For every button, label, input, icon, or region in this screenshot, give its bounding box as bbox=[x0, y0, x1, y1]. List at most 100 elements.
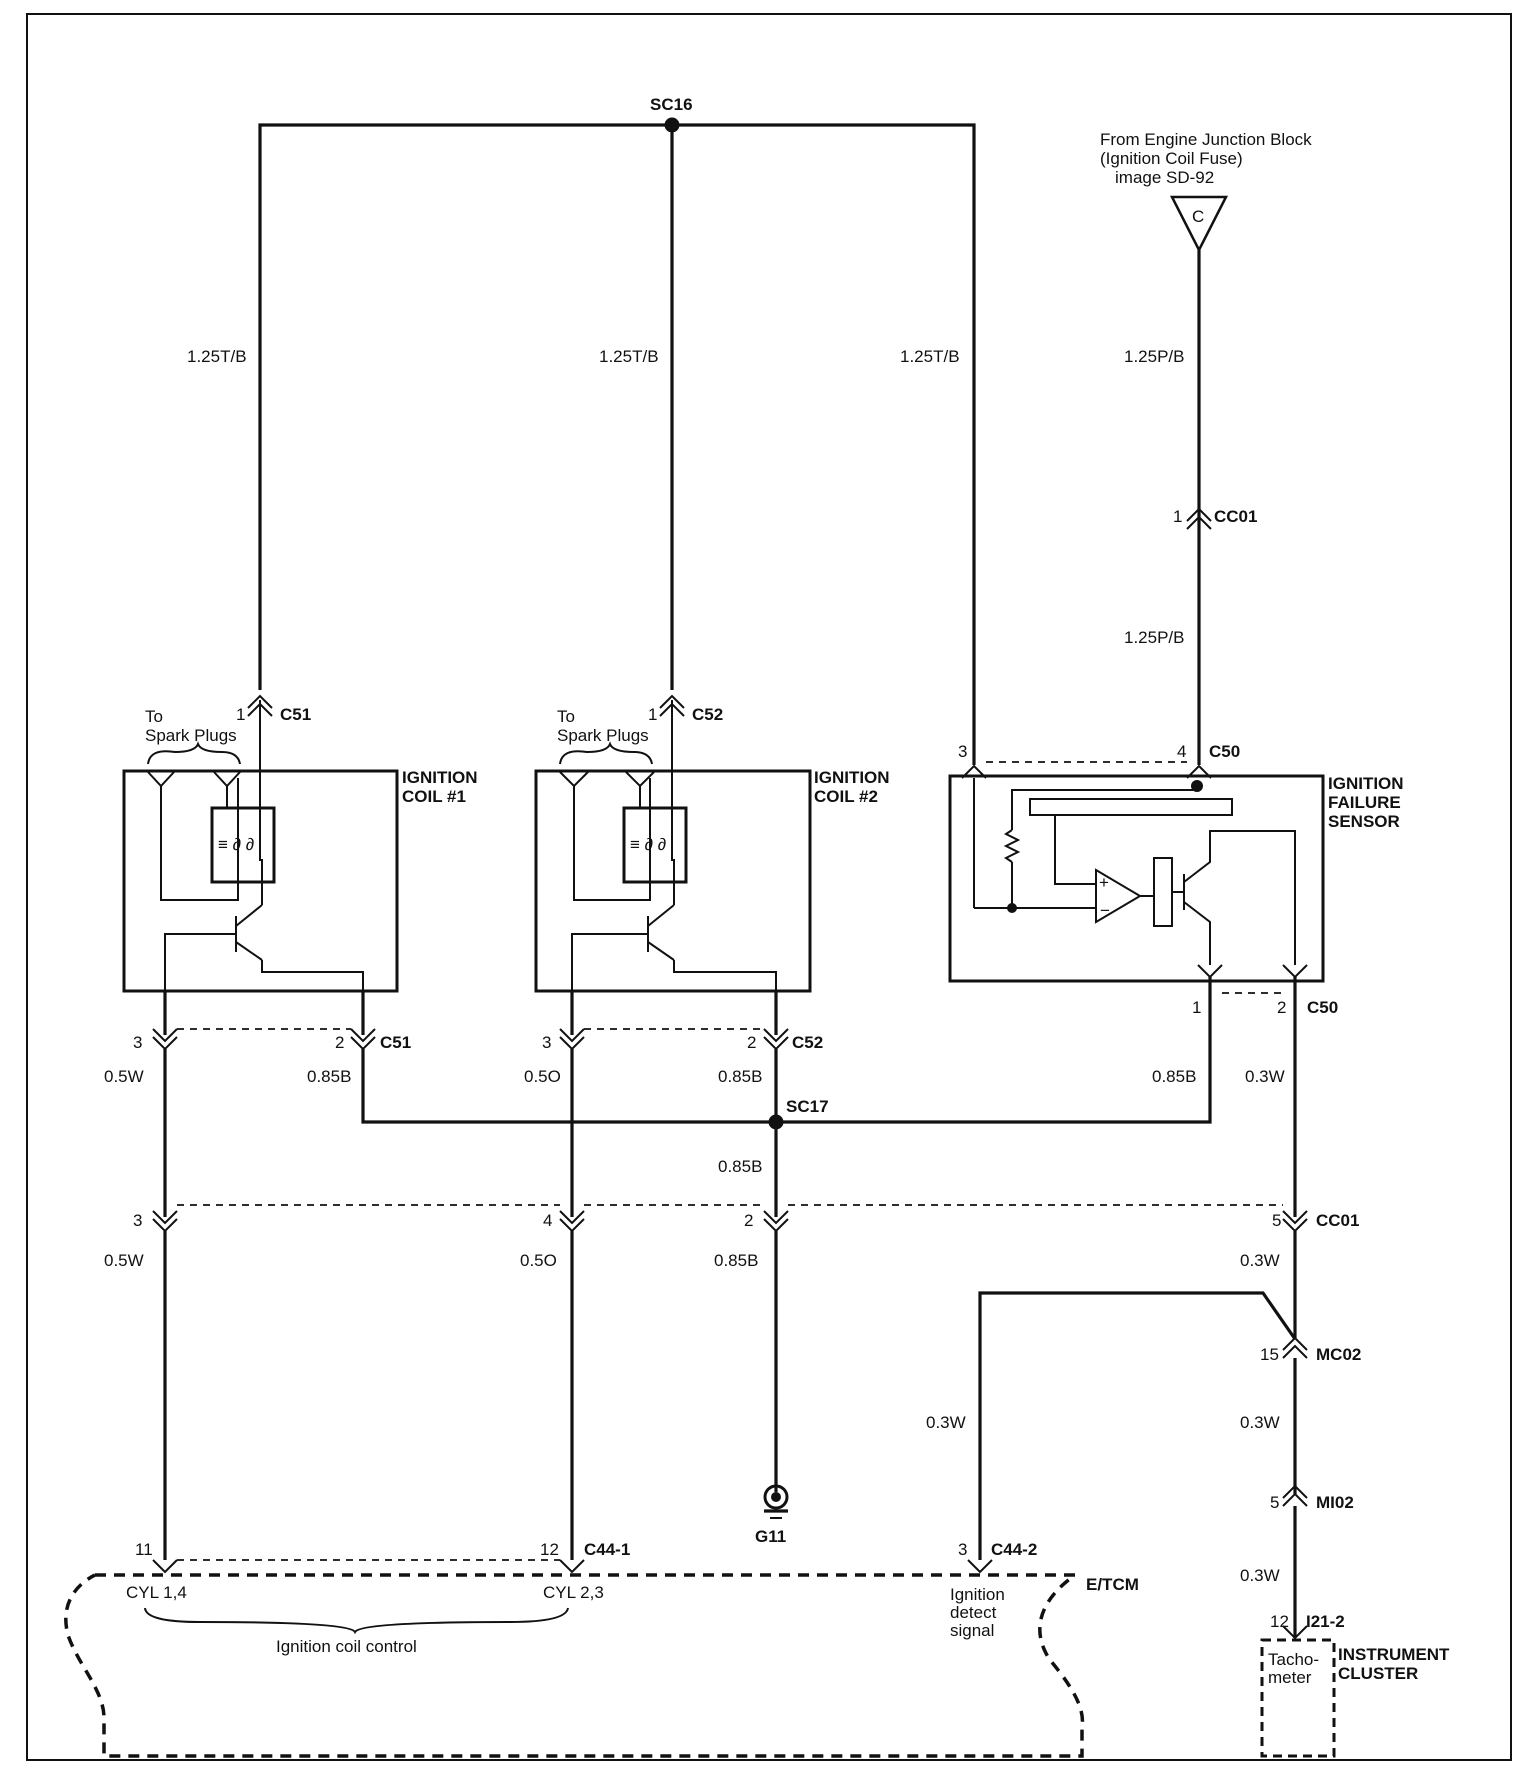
etcm-name: E/TCM bbox=[1086, 1575, 1139, 1594]
pin-cc01-3: 3 bbox=[133, 1211, 142, 1230]
c52-top-chevron bbox=[659, 694, 685, 709]
pin-c51-2: 2 bbox=[335, 1033, 344, 1052]
wire-coil1-feed-label: 1.25T/B bbox=[187, 347, 247, 366]
splice-sc16-label: SC16 bbox=[650, 95, 693, 114]
ground-g11-label: G11 bbox=[755, 1527, 786, 1546]
coil1-name-line1: IGNITION bbox=[402, 768, 478, 787]
wire-sensor-gnd: 0.85B bbox=[1152, 1067, 1196, 1086]
svg-text:Spark Plugs: Spark Plugs bbox=[145, 726, 237, 745]
coil1-winding-icon: ≡ ∂ ∂ bbox=[218, 835, 254, 854]
etcm-control-label: Ignition coil control bbox=[276, 1637, 417, 1656]
wire-tach-2: 0.3W bbox=[1240, 1413, 1280, 1432]
wire-ground-upper: 0.85B bbox=[718, 1157, 762, 1176]
pin-c52-3: 3 bbox=[542, 1033, 551, 1052]
coil1-name-line2: COIL #1 bbox=[402, 787, 466, 806]
coil2-name-line2: COIL #2 bbox=[814, 787, 878, 806]
mc02-chevron bbox=[1282, 1336, 1308, 1351]
fuse-source: From Engine Junction Block (Ignition Coi… bbox=[1100, 130, 1312, 765]
pin-cc01-top: 1 bbox=[1173, 507, 1182, 526]
svg-text:+: + bbox=[1099, 873, 1109, 892]
cluster-name-line2: CLUSTER bbox=[1338, 1664, 1418, 1683]
conn-c50-bottom: C50 bbox=[1307, 998, 1338, 1017]
conn-mi02: MI02 bbox=[1316, 1493, 1354, 1512]
ignition-control-brace bbox=[144, 1607, 569, 1635]
coil2-name-line1: IGNITION bbox=[814, 768, 890, 787]
svg-text:−: − bbox=[1100, 901, 1110, 920]
etcm-module bbox=[64, 1559, 1085, 1758]
conn-c52-bottom: C52 bbox=[792, 1033, 823, 1052]
wire-fuse-upper-label: 1.25P/B bbox=[1124, 347, 1185, 366]
svg-text:Spark Plugs: Spark Plugs bbox=[557, 726, 649, 745]
ignition-coil-1: ≡ ∂ ∂ IGNITION COIL #1 bbox=[122, 700, 478, 993]
sensor-name-line1: IGNITION bbox=[1328, 774, 1404, 793]
pin-mi02: 5 bbox=[1270, 1493, 1279, 1512]
cc01-top-chevron bbox=[1186, 507, 1212, 522]
etcm-cyl14: CYL 1,4 bbox=[126, 1583, 187, 1602]
source-line-1: From Engine Junction Block bbox=[1100, 130, 1312, 149]
wire-tach-3: 0.3W bbox=[1240, 1566, 1280, 1585]
etcm-cyl23: CYL 2,3 bbox=[543, 1583, 604, 1602]
wire-detect: 0.3W bbox=[926, 1413, 966, 1432]
mi02-chevron bbox=[1282, 1484, 1308, 1499]
wire-coil2-gnd: 0.85B bbox=[718, 1067, 762, 1086]
spark-label-coil1: To Spark Plugs bbox=[145, 707, 241, 765]
pin-c51-3: 3 bbox=[133, 1033, 142, 1052]
etcm-detect-line2: detect bbox=[950, 1603, 997, 1622]
wire-tach-1: 0.3W bbox=[1240, 1251, 1280, 1270]
fuse-terminal-letter: C bbox=[1192, 207, 1204, 226]
wire-sensor-feed-label: 1.25T/B bbox=[900, 347, 960, 366]
wire-coil2-ctrl-upper: 0.5O bbox=[524, 1067, 561, 1086]
splice-sc17-dot bbox=[768, 1114, 784, 1130]
ground-g11-icon bbox=[763, 1484, 789, 1519]
conn-mc02: MC02 bbox=[1316, 1345, 1361, 1364]
pin-c50-2: 2 bbox=[1277, 998, 1286, 1017]
wire-coil1-ctrl-upper: 0.5W bbox=[104, 1067, 144, 1086]
source-line-3: image SD-92 bbox=[1115, 168, 1214, 187]
conn-c50-top: C50 bbox=[1209, 742, 1240, 761]
etcm-detect-line3: signal bbox=[950, 1621, 994, 1640]
sensor-name-line3: SENSOR bbox=[1328, 812, 1400, 831]
wire-coil2-feed-label: 1.25T/B bbox=[599, 347, 659, 366]
cluster-name-line1: INSTRUMENT bbox=[1338, 1645, 1450, 1664]
etcm-detect-line1: Ignition bbox=[950, 1585, 1005, 1604]
conn-c44-1: C44-1 bbox=[584, 1540, 630, 1559]
splice-sc16-dot bbox=[664, 117, 680, 133]
pin-i21: 12 bbox=[1270, 1612, 1289, 1631]
wire-fuse-lower-label: 1.25P/B bbox=[1124, 628, 1185, 647]
pin-c52-top: 1 bbox=[648, 705, 657, 724]
pin-etcm-3: 3 bbox=[958, 1540, 967, 1559]
pin-c52-2: 2 bbox=[747, 1033, 756, 1052]
pin-c50-1: 1 bbox=[1192, 998, 1201, 1017]
conn-c44-2: C44-2 bbox=[991, 1540, 1037, 1559]
sc16-bus: SC16 bbox=[258, 95, 976, 765]
sensor-name-line2: FAILURE bbox=[1328, 793, 1401, 812]
wire-sensor-out: 0.3W bbox=[1245, 1067, 1285, 1086]
conn-cc01-top: CC01 bbox=[1214, 507, 1257, 526]
wire-coil2-ctrl-lower: 0.5O bbox=[520, 1251, 557, 1270]
ignition-failure-sensor: + − IGNITION FAILURE SENSOR bbox=[948, 761, 1404, 983]
pin-cc01-2: 2 bbox=[744, 1211, 753, 1230]
c52-bottom bbox=[559, 991, 789, 1051]
tacho-line2: meter bbox=[1268, 1668, 1312, 1687]
pin-cc01-5: 5 bbox=[1272, 1211, 1281, 1230]
svg-text:To: To bbox=[557, 707, 575, 726]
instrument-cluster bbox=[1260, 1625, 1336, 1758]
conn-cc01-bottom: CC01 bbox=[1316, 1211, 1359, 1230]
coil2-winding-icon: ≡ ∂ ∂ bbox=[630, 835, 666, 854]
ignition-coil-2: ≡ ∂ ∂ IGNITION COIL #2 bbox=[534, 700, 890, 993]
wire-coil1-gnd: 0.85B bbox=[307, 1067, 351, 1086]
fuse-terminal-triangle bbox=[1169, 195, 1229, 253]
pin-c50-4: 4 bbox=[1177, 742, 1186, 761]
pin-c50-3: 3 bbox=[958, 742, 967, 761]
conn-i21-2: I21-2 bbox=[1306, 1612, 1345, 1631]
c51-top-chevron bbox=[247, 694, 273, 709]
svg-text:To: To bbox=[145, 707, 163, 726]
conn-c51-bottom: C51 bbox=[380, 1033, 411, 1052]
pin-c51-top: 1 bbox=[236, 705, 245, 724]
pin-mc02: 15 bbox=[1260, 1345, 1279, 1364]
splice-sc17-label: SC17 bbox=[786, 1097, 829, 1116]
pin-etcm-12: 12 bbox=[540, 1540, 559, 1559]
page-frame bbox=[26, 13, 1512, 1761]
pin-etcm-11: 11 bbox=[135, 1540, 153, 1559]
